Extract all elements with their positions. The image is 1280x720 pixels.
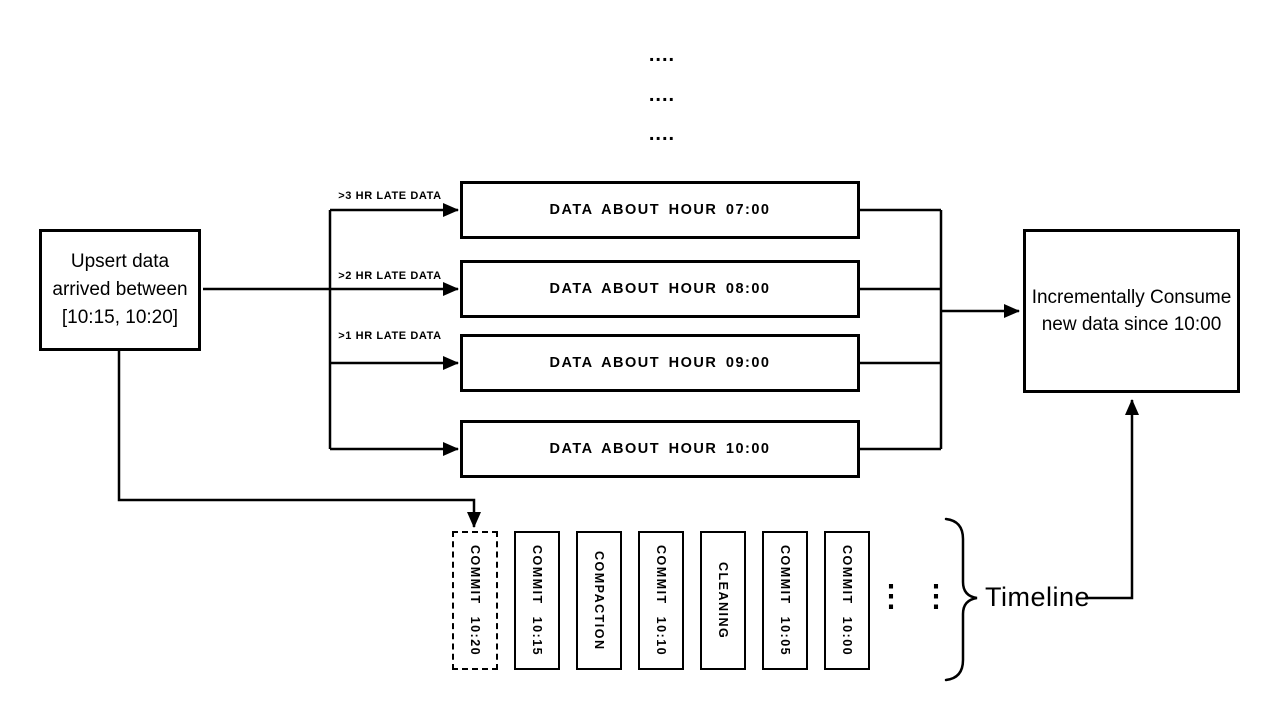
timeline-brace (944, 517, 978, 682)
upsert-box: Upsert data arrived between [10:15, 10:2… (39, 229, 201, 351)
timeline-commit-10-10: COMMIT 10:10 (638, 531, 684, 670)
commit-label: COMMIT 10:10 (654, 544, 668, 657)
late-label-3hr: >3 HR LATE DATA (338, 190, 442, 202)
commit-label: CLEANING (716, 561, 730, 640)
arrow-timeline-to-consume (1085, 399, 1139, 600)
timeline-commit-10-00: COMMIT 10:00 (824, 531, 870, 670)
commit-label: COMPACTION (592, 550, 606, 651)
consume-line-2: new data since 10:00 (1041, 314, 1222, 335)
commit-label: COMMIT 10:05 (778, 544, 792, 657)
commit-label: COMMIT 10:20 (468, 544, 482, 657)
upsert-line-2: arrived between (52, 279, 188, 300)
continuation-dots: .... (648, 123, 676, 145)
hour-box-0800: DATA ABOUT HOUR 08:00 (460, 260, 860, 318)
timeline-ellipsis: ⋮ (921, 580, 951, 613)
late-label-1hr: >1 HR LATE DATA (338, 330, 442, 342)
arrow-upsert-to-commit-1020 (117, 351, 481, 528)
commit-label: COMMIT 10:15 (530, 544, 544, 657)
late-label-2hr: >2 HR LATE DATA (338, 270, 442, 282)
timeline-compaction: COMPACTION (576, 531, 622, 670)
hour-box-0900: DATA ABOUT HOUR 09:00 (460, 334, 860, 392)
upsert-line-1: Upsert data (70, 251, 170, 272)
incremental-consume-box: Incrementally Consume new data since 10:… (1023, 229, 1240, 393)
upsert-line-3: [10:15, 10:20] (61, 307, 179, 328)
continuation-dots: .... (648, 84, 676, 106)
consume-line-1: Incrementally Consume (1031, 287, 1232, 308)
timeline-commit-10-20: COMMIT 10:20 (452, 531, 498, 670)
timeline-ellipsis: ⋮ (876, 580, 906, 613)
continuation-dots: .... (648, 44, 676, 66)
hour-box-1000: DATA ABOUT HOUR 10:00 (460, 420, 860, 478)
timeline-label: Timeline (985, 582, 1091, 612)
timeline-commit-10-15: COMMIT 10:15 (514, 531, 560, 670)
commit-label: COMMIT 10:00 (840, 544, 854, 657)
timeline-cleaning: CLEANING (700, 531, 746, 670)
hour-box-0700: DATA ABOUT HOUR 07:00 (460, 181, 860, 239)
timeline-commit-10-05: COMMIT 10:05 (762, 531, 808, 670)
